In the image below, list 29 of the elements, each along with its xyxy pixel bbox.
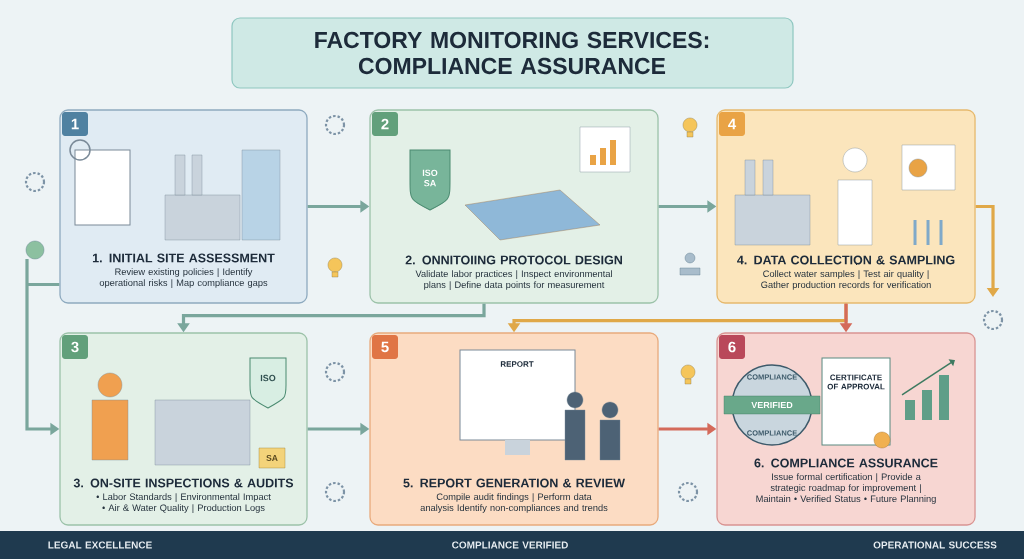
step-description: Compile audit findings | Perform data analysis Identify non-compliances and trends [420,493,608,513]
step-number: 4 [719,112,745,136]
footer-label: COMPLIANCE VERIFIED [452,541,568,549]
title-banner: FACTORY MONITORING SERVICES: COMPLIANCE ASSURANCE [231,17,794,89]
step-heading: 2. ONNITOIING PROTOCOL DESIGN [405,255,622,265]
box-text: SA [266,455,278,461]
step-description: Review existing policies | Identify operational risks | Map compliance gaps [99,268,268,288]
step-description: Issue formal certification | Provide a strategic roadmap for improvement | Maintain • Verified Status • Future Planning [756,473,936,504]
step-number: 2 [372,112,398,136]
step-heading: 6. COMPLIANCE ASSURANCE [754,458,938,468]
footer-label: OPERATIONAL SUCCESS [873,541,997,549]
arrow [975,204,1000,297]
report-title: REPORT [500,361,534,367]
step-heading: 4. DATA COLLECTION & SAMPLING [737,255,955,265]
step-number: 3 [62,335,88,359]
step-heading: 1. INITIAL SITE ASSESSMENT [92,253,275,263]
shield-text: ISO SA [422,169,438,187]
step-description: • Labor Standards | Environmental Impact • Air & Water Quality | Production Logs [96,493,271,513]
step-heading: 5. REPORT GENERATION & REVIEW [403,478,625,488]
shield-text: ISO [260,374,276,382]
seal-text: VERIFIED [751,401,793,409]
step-number: 5 [372,335,398,359]
step-description: Validate labor practices | Inspect environmental plans | Define data points for measurement [415,270,612,290]
step-number: 1 [62,112,88,136]
certificate-title: CERTIFICATE OF APPROVAL [827,374,885,390]
step-heading: 3. ON-SITE INSPECTIONS & AUDITS [73,478,294,488]
step-number: 6 [719,335,745,359]
step-description: Collect water samples | Test air quality | Gather production records for verification [761,270,931,290]
footer-label: LEGAL EXCELLENCE [48,541,152,549]
